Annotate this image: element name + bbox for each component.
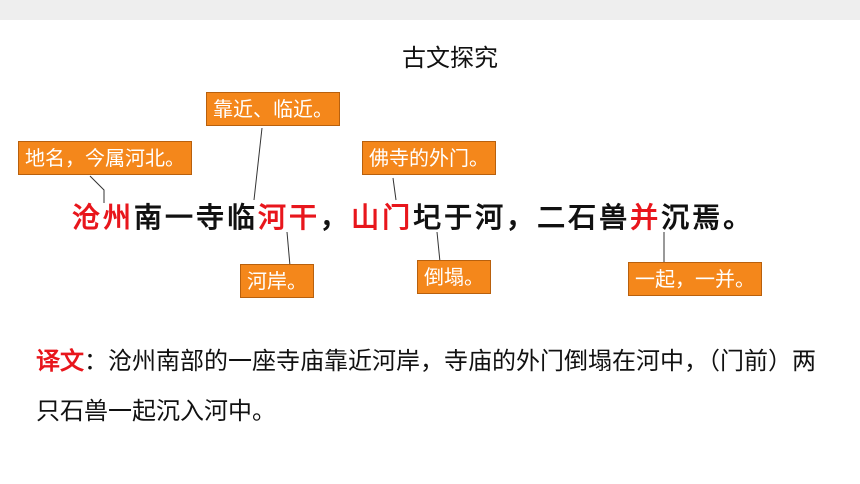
leader-line-he-an: [286, 231, 291, 267]
sentence-cangzhou: 沧州: [72, 201, 135, 234]
note-he-an: 河岸。: [240, 264, 314, 298]
note-yi-qi: 一起，一并。: [628, 262, 762, 296]
classical-sentence: 沧州南一寺临河干，山门圮于河，二石兽并沉焉。: [72, 196, 754, 236]
note-fo-si: 佛寺的外门。: [362, 141, 496, 175]
sentence-part: 沉焉。: [661, 201, 755, 234]
page-title: 古文探究: [402, 44, 498, 72]
leader-line-dao-ta: [436, 231, 441, 263]
sentence-hegan: 河干: [258, 201, 321, 234]
note-di-ming: 地名，今属河北。: [18, 141, 192, 175]
sentence-part: 南一寺临: [134, 201, 259, 234]
note-dao-ta: 倒塌。: [417, 260, 491, 294]
sentence-bing: 并: [630, 201, 662, 234]
translation-label: 译文: [36, 347, 84, 375]
sentence-part: ，: [320, 201, 352, 234]
leader-line-di-ming: [89, 175, 105, 203]
translation-colon: ：: [84, 347, 108, 375]
translation-text: 沧州南部的一座寺庙靠近河岸，寺庙的外门倒塌在河中，（门前）两只石兽一起沉入河中。: [36, 347, 816, 425]
sentence-shanmen: 山门: [351, 201, 414, 234]
sentence-part: 圮于河，二石兽: [413, 201, 631, 234]
translation-block: 译文：沧州南部的一座寺庙靠近河岸，寺庙的外门倒塌在河中，（门前）两只石兽一起沉入…: [36, 336, 836, 436]
leader-line-kao-jin: [253, 127, 263, 201]
top-bar: [0, 0, 860, 20]
note-kao-jin: 靠近、临近。: [206, 92, 340, 126]
leader-line-fo-si: [392, 177, 397, 201]
